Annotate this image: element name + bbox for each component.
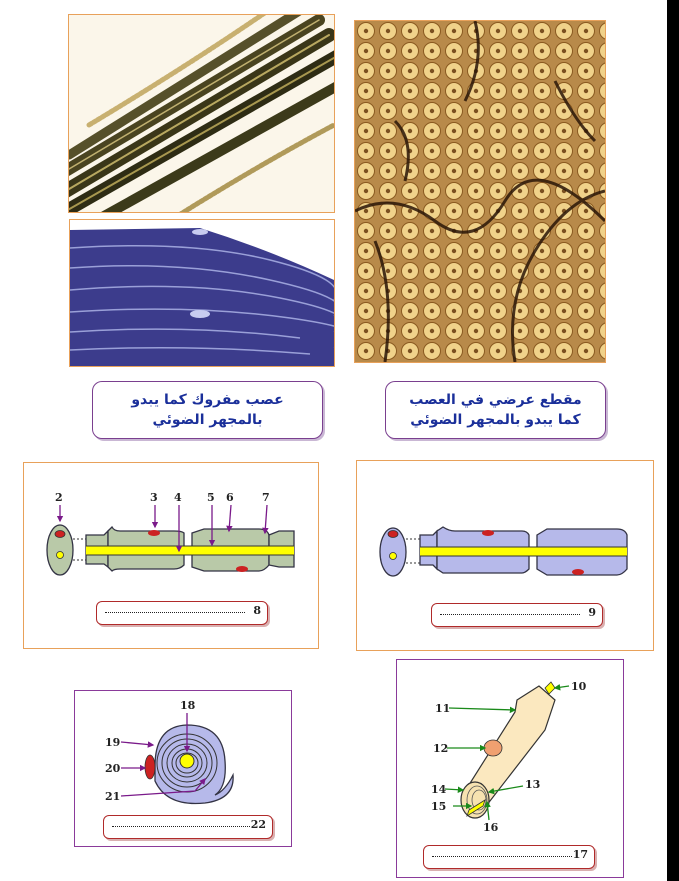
label-7: 7 [262,491,270,504]
caption-teased-nerve-text: عصب مفروك كما يبدو بالمجهر الضوئي [131,392,284,428]
label-13: 13 [525,778,540,791]
page-edge-bar [667,0,679,881]
label-10: 10 [571,680,587,693]
myelin-segment [466,685,556,811]
answer-box-9: 9 [431,603,603,627]
answer-box-17: 17 [423,845,595,869]
caption-cross-section-text: مقطع عرضي في العصب كما يبدو بالمجهر الضو… [409,392,582,428]
axon [86,546,294,555]
answer-box-22: 22 [103,815,273,839]
label-21: 21 [105,790,120,803]
label-5: 5 [207,491,215,504]
myelinated-fiber-panel: 2 3 4 5 6 7 8 [23,462,319,649]
myelinated-fiber-panel-blue: 9 [356,460,654,651]
teased-nerve-photo-blue [69,219,335,367]
label-18: 18 [180,699,196,712]
label-12: 12 [433,742,448,755]
label-8: 8 [253,604,261,617]
label-22: 22 [250,818,266,831]
caption-teased-nerve: عصب مفروك كما يبدو بالمجهر الضوئي [92,381,323,439]
label-20: 20 [105,762,121,775]
label-15: 15 [431,800,446,813]
teased-nerve-photo-brown [68,14,335,213]
label-4: 4 [174,491,182,504]
label-2: 2 [55,491,63,504]
label-11: 11 [435,702,450,715]
label-3: 3 [150,491,158,504]
label-9: 9 [588,606,596,619]
label-16: 16 [483,821,499,834]
label-14: 14 [431,783,447,796]
label-6: 6 [226,491,234,504]
caption-cross-section: مقطع عرضي في العصب كما يبدو بالمجهر الضو… [385,381,606,439]
answer-box-8: 8 [96,601,268,625]
fiber-cross-section [46,524,74,576]
fiber-3d-panel: 10 11 12 13 14 15 16 17 [396,659,624,878]
label-17: 17 [572,848,588,861]
myelin-sheath-panel: 18 19 20 21 22 [74,690,292,847]
label-19: 19 [105,736,120,749]
cross-section-photo [354,20,606,363]
